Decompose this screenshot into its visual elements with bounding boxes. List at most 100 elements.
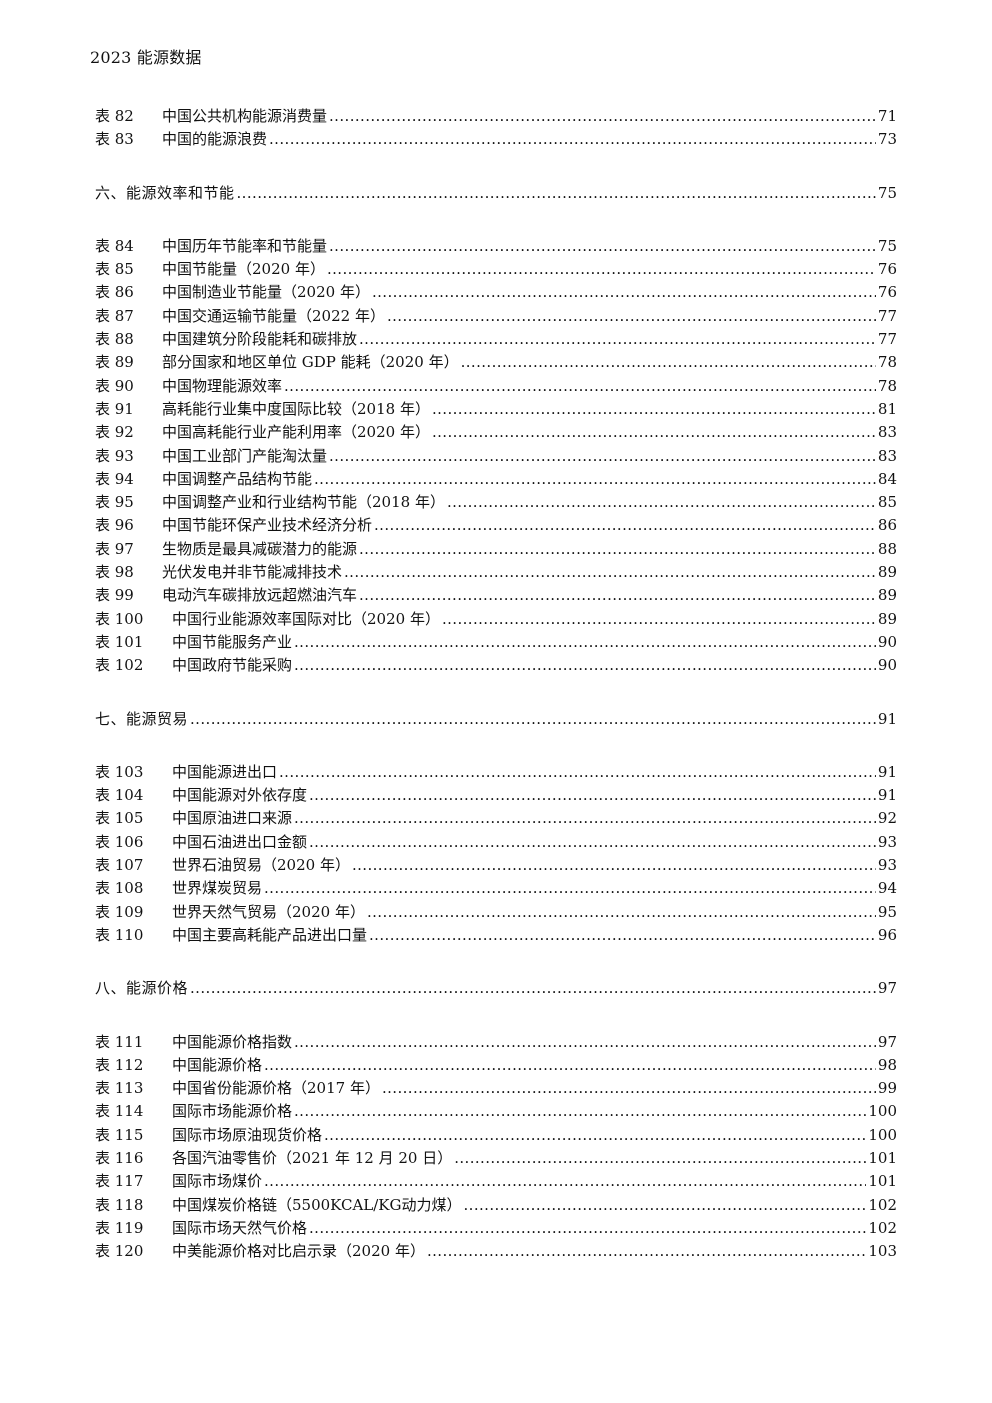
toc-section-heading[interactable]: 八、能源价格97 — [95, 977, 897, 1000]
toc-entry[interactable]: 表 115国际市场原油现货价格100 — [95, 1124, 897, 1147]
table-number: 表 115 — [95, 1125, 144, 1144]
page-number: 100 — [868, 1102, 897, 1121]
toc-entry[interactable]: 表 84中国历年节能率和节能量75 — [95, 235, 897, 258]
toc-entry[interactable]: 表 110 中国主要高耗能产品进出口量 96 — [95, 924, 897, 947]
page-number: 93 — [877, 856, 897, 875]
toc-entry[interactable]: 表 112中国能源价格98 — [95, 1054, 897, 1077]
toc-entry[interactable]: 表 108世界煤炭贸易94 — [95, 877, 897, 900]
page-number: 85 — [877, 493, 897, 512]
dot-leader — [294, 654, 876, 677]
table-number: 表 106 — [95, 832, 144, 851]
entry-title: 中国原油进口来源 — [172, 809, 293, 828]
dot-leader — [374, 514, 876, 537]
entry-title: 生物质是最具减碳潜力的能源 — [162, 539, 358, 558]
dot-leader — [309, 831, 876, 854]
dot-leader — [432, 398, 876, 421]
table-number: 表 108 — [95, 879, 144, 898]
table-of-contents: 表 82中国公共机构能源消费量71表 83中国的能源浪费73六、能源效率和节能7… — [95, 105, 897, 1263]
dot-leader — [352, 854, 876, 877]
toc-entry[interactable]: 表 105中国原油进口来源92 — [95, 807, 897, 830]
section-title: 七、能源贸易 — [95, 709, 189, 728]
table-number: 表 88 — [95, 330, 134, 349]
entry-title: 高耗能行业集中度国际比较（2018 年） — [162, 399, 430, 418]
entry-title: 中国交通运输节能量（2022 年） — [162, 306, 385, 325]
dot-leader — [314, 468, 876, 491]
toc-entry[interactable]: 表 101中国节能服务产业90 — [95, 631, 897, 654]
dot-leader — [190, 977, 876, 1000]
page-number: 100 — [868, 1125, 897, 1144]
toc-entry[interactable]: 表 102中国政府节能采购90 — [95, 654, 897, 677]
entry-title: 中国节能环保产业技术经济分析 — [162, 516, 373, 535]
entry-title: 世界石油贸易（2020 年） — [172, 856, 350, 875]
page-number: 99 — [877, 1079, 897, 1098]
toc-entry[interactable]: 表 93中国工业部门产能淘汰量83 — [95, 445, 897, 468]
page-number: 89 — [877, 563, 897, 582]
toc-entry[interactable]: 表 114国际市场能源价格100 — [95, 1100, 897, 1123]
table-number: 表 92 — [95, 423, 134, 442]
table-number: 表 86 — [95, 283, 134, 302]
table-number: 表 95 — [95, 493, 134, 512]
toc-entry[interactable]: 表 96中国节能环保产业技术经济分析86 — [95, 514, 897, 537]
dot-leader — [442, 608, 876, 631]
toc-entry[interactable]: 表 88中国建筑分阶段能耗和碳排放77 — [95, 328, 897, 351]
page-number: 76 — [877, 283, 897, 302]
section-title: 六、能源效率和节能 — [95, 183, 235, 202]
toc-entry[interactable]: 表 99电动汽车碳排放远超燃油汽车89 — [95, 584, 897, 607]
toc-entry[interactable]: 表 117国际市场煤价101 — [95, 1170, 897, 1193]
page-number: 78 — [877, 376, 897, 395]
toc-entry[interactable]: 表 103中国能源进出口91 — [95, 761, 897, 784]
toc-entry[interactable]: 表 106中国石油进出口金额93 — [95, 831, 897, 854]
page-number: 88 — [877, 539, 897, 558]
table-number: 表 104 — [95, 786, 144, 805]
table-number: 表 87 — [95, 306, 134, 325]
dot-leader — [432, 421, 876, 444]
entry-title: 中国公共机构能源消费量 — [162, 107, 328, 125]
table-number: 表 112 — [95, 1055, 144, 1074]
toc-entry[interactable]: 表 111中国能源价格指数97 — [95, 1031, 897, 1054]
table-number: 表 102 — [95, 656, 144, 675]
toc-entry[interactable]: 表 82中国公共机构能源消费量71 — [95, 105, 897, 128]
toc-entry[interactable]: 表 83中国的能源浪费73 — [95, 128, 897, 151]
table-number: 表 114 — [95, 1102, 144, 1121]
page-number: 96 — [877, 925, 897, 944]
toc-entry[interactable]: 表 119国际市场天然气价格102 — [95, 1217, 897, 1240]
dot-leader — [387, 305, 876, 328]
dot-leader — [329, 445, 876, 468]
toc-entry[interactable]: 表 90中国物理能源效率78 — [95, 375, 897, 398]
table-number: 表 94 — [95, 469, 134, 488]
toc-entry[interactable]: 表 94中国调整产品结构节能84 — [95, 468, 897, 491]
toc-section-heading[interactable]: 七、能源贸易91 — [95, 708, 897, 731]
entry-title: 中国主要高耗能产品进出口量 — [172, 925, 368, 944]
toc-entry[interactable]: 表 104中国能源对外依存度91 — [95, 784, 897, 807]
table-number: 表 89 — [95, 353, 134, 372]
table-number: 表 110 — [95, 925, 144, 944]
dot-leader — [264, 1054, 876, 1077]
toc-entry[interactable]: 表 97 生物质是最具减碳潜力的能源 88 — [95, 538, 897, 561]
entry-title: 中国建筑分阶段能耗和碳排放 — [162, 330, 358, 349]
page-number: 90 — [877, 632, 897, 651]
toc-section-heading[interactable]: 六、能源效率和节能75 — [95, 182, 897, 205]
page-number: 97 — [877, 1032, 897, 1051]
page-number: 91 — [877, 762, 897, 781]
dot-leader — [324, 1124, 866, 1147]
dot-leader — [264, 877, 876, 900]
toc-entry[interactable]: 表 98光伏发电并非节能减排技术89 — [95, 561, 897, 584]
page-number: 89 — [877, 586, 897, 605]
entry-title: 中国能源价格指数 — [172, 1032, 293, 1051]
table-number: 表 97 — [95, 539, 134, 558]
page-number: 83 — [877, 423, 897, 442]
